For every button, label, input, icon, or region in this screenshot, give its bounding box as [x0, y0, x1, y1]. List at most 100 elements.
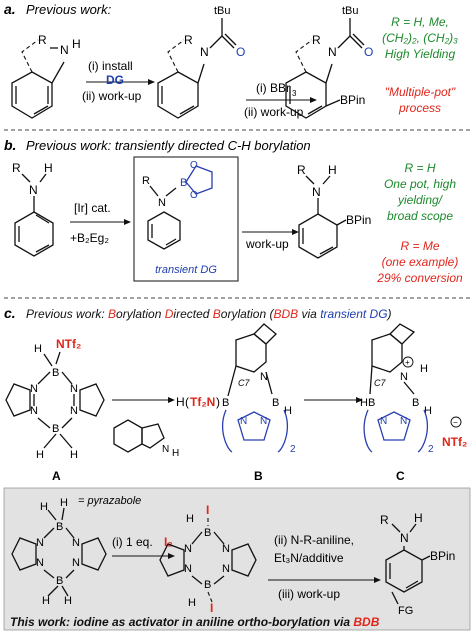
- c-a-ntf2: NTf₂: [56, 337, 81, 351]
- b-start-r: R: [12, 161, 21, 175]
- a-prod-n: N: [328, 45, 337, 59]
- c-b-paren-close: ): [216, 395, 220, 409]
- c-a-h1: H: [34, 343, 42, 355]
- d-pz-h4: H: [64, 595, 72, 607]
- c-indole-nh: N: [162, 444, 169, 455]
- a-int-tbu: tBu: [214, 5, 231, 17]
- c-b-pz-n1: N: [240, 416, 247, 427]
- d-prod-n: N: [400, 531, 409, 545]
- section-a-letter: a.: [4, 1, 16, 17]
- c-b-paren-open: (: [185, 395, 189, 409]
- a-step2-top: (i) BBr: [256, 81, 290, 95]
- c-a-h3: H: [70, 449, 78, 461]
- b-reagent-top: [Ir] cat.: [74, 201, 111, 215]
- c-title-part: B: [213, 307, 221, 321]
- d-step2-line1: (ii) N-R-aniline,: [274, 533, 354, 547]
- c-b-sub2: 2: [290, 444, 296, 455]
- c-compound-c: N + H C7 HB B H N N 2 NTf₂ − C: [360, 323, 467, 483]
- summary-prefix: This work: iodine as activator in anilin…: [10, 615, 353, 629]
- section-b-letter: b.: [4, 137, 16, 153]
- d-ip-n3: N: [184, 563, 192, 575]
- c-c-plus: +: [405, 358, 410, 367]
- d-step1-i2: I₂: [164, 535, 173, 549]
- c-c-plus-charge: [402, 356, 414, 368]
- section-b-title: Previous work: transiently directed C-H …: [26, 138, 311, 153]
- d-prod-r: R: [380, 513, 389, 527]
- a-step1-top: (i) install: [88, 59, 133, 73]
- b-start-aniline: R N H: [12, 161, 54, 257]
- a-prod-r: R: [312, 33, 321, 47]
- c-b-n: N: [260, 371, 268, 383]
- c-title-part: orylation (: [221, 307, 276, 321]
- c-b-b2: B: [272, 397, 279, 409]
- b-prod-r: R: [297, 163, 306, 177]
- c-a-b2: B: [52, 423, 59, 435]
- d-ip-n4: N: [222, 563, 230, 575]
- a-red-line-2: process: [398, 101, 441, 115]
- c-title-part: orylation: [116, 307, 165, 321]
- b-int-b: B: [180, 177, 187, 189]
- d-step2-line2: Et₃N/additive: [274, 551, 344, 565]
- b-prod-bpin: BPin: [346, 213, 371, 227]
- c-c-h2: H: [424, 405, 432, 417]
- c-a-n1: N: [30, 383, 38, 395]
- d-pyrazabole-label: = pyrazabole: [78, 495, 141, 507]
- a-int-n: N: [200, 45, 209, 59]
- a-int-r: R: [184, 33, 193, 47]
- a-green-line-2: (CH₂)₂, (CH₂)₃: [382, 31, 458, 45]
- c-b-c7: C7: [238, 378, 250, 388]
- d-pz-b1: B: [56, 521, 63, 533]
- c-b-tf2n: Tf₂N: [190, 395, 215, 409]
- a-step2-bottom: (ii) work-up: [244, 105, 304, 119]
- b-start-h: H: [44, 161, 53, 175]
- a-prod-tbu: tBu: [342, 5, 359, 17]
- c-a-n3: N: [30, 405, 38, 417]
- section-a-title: Previous work:: [26, 2, 112, 17]
- a-green-line-3: High Yielding: [385, 47, 456, 61]
- c-a-h2: H: [36, 449, 44, 461]
- a-start-n: N: [60, 43, 69, 57]
- c-c-sub2: 2: [428, 444, 434, 455]
- c-title-part: B: [108, 307, 116, 321]
- d-i-2: I: [210, 601, 213, 615]
- d-pz-n1: N: [36, 537, 44, 549]
- b-int-o2: O: [190, 190, 198, 201]
- d-prod-bpin: BPin: [430, 549, 455, 563]
- c-c-pz-n2: N: [400, 416, 407, 427]
- c-c-n: N: [400, 371, 408, 383]
- b-transient-box: [133, 156, 239, 282]
- a-start-h: H: [72, 37, 81, 51]
- b-int-o1: O: [190, 160, 198, 171]
- d-pz-n2: N: [72, 537, 80, 549]
- b-green-line-2: One pot, high: [384, 177, 456, 191]
- b-reagent-bottom: +B₂Eg₂: [70, 231, 109, 245]
- c-c-b2: B: [412, 397, 419, 409]
- a-red-line-1: "Multiple-pot": [385, 85, 456, 99]
- c-b-pz-n2: N: [260, 416, 267, 427]
- c-c-hb: HB: [360, 397, 375, 409]
- a-prod-o: O: [364, 45, 373, 59]
- c-title-part: irected: [173, 307, 212, 321]
- d-prod-h: H: [414, 511, 423, 525]
- d-pz-h3: H: [42, 595, 50, 607]
- c-a-n4: N: [70, 405, 78, 417]
- c-label-b: B: [254, 469, 263, 483]
- c-a-n2: N: [70, 383, 78, 395]
- c-title-part: transient DG: [320, 307, 387, 321]
- d-pz-n3: N: [36, 557, 44, 569]
- b-workup: work-up: [245, 237, 289, 251]
- d-ip-h2: H: [188, 597, 196, 609]
- d-ip-h1: H: [186, 513, 194, 525]
- d-pz-b2: B: [56, 575, 63, 587]
- d-pz-n4: N: [72, 557, 80, 569]
- b-red-line-3: 29% conversion: [376, 271, 463, 285]
- b-green-line-4: broad scope: [387, 209, 453, 223]
- c-c-ntf2: NTf₂: [442, 435, 467, 449]
- a-step1-dg: DG: [106, 73, 124, 87]
- c-b-h2: H: [284, 405, 292, 417]
- d-ip-b2: B: [204, 579, 211, 591]
- d-step1: (i) 1 eq.: [112, 535, 153, 549]
- b-prod-n: N: [312, 185, 321, 199]
- c-title-part: BDB: [273, 307, 298, 321]
- d-step3: (iii) work-up: [278, 587, 340, 601]
